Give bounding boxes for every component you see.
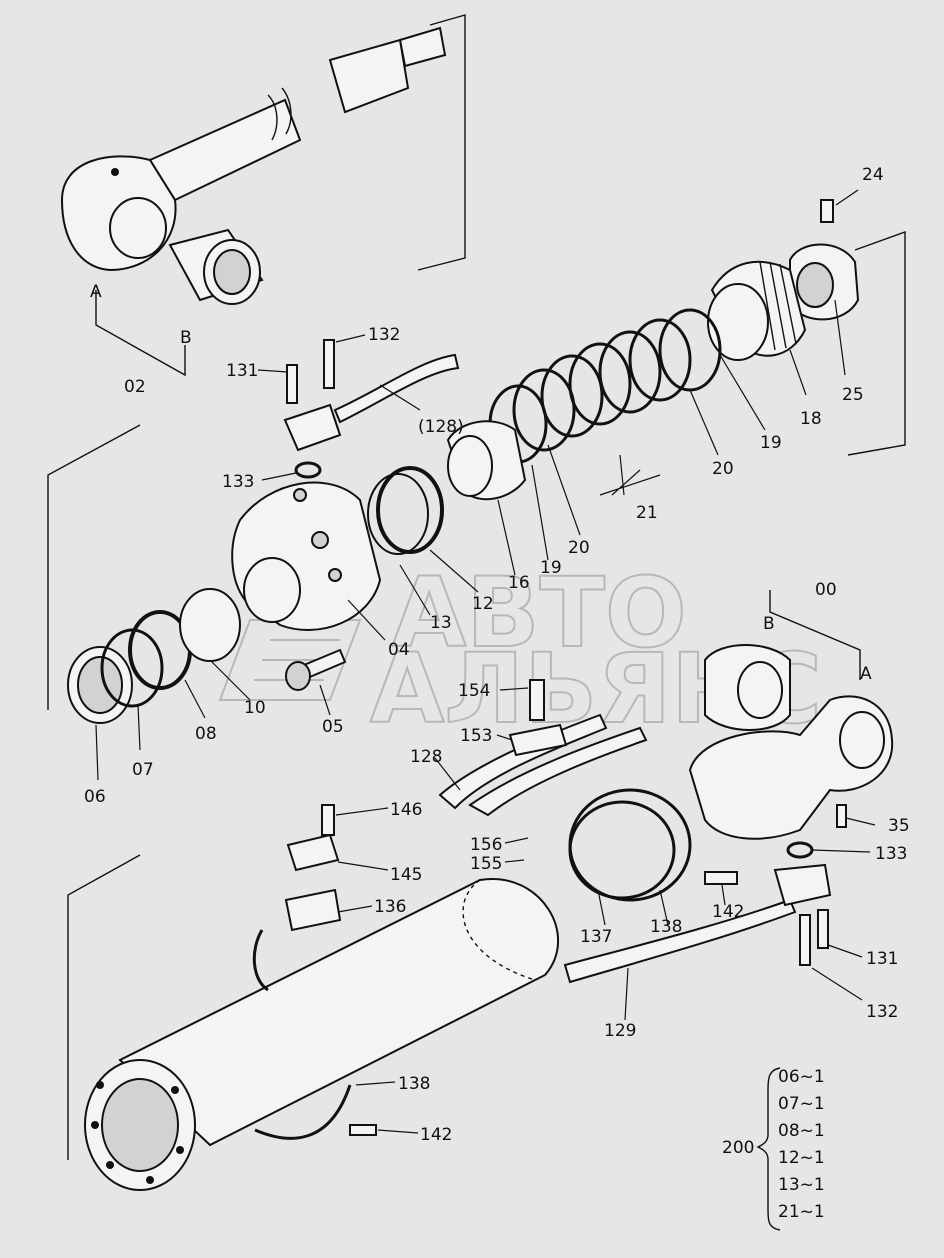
piston-rod <box>60 26 447 272</box>
kit-code: 200 <box>722 1138 754 1158</box>
label-10: 10 <box>244 698 266 718</box>
kit-item: 21~1 <box>778 1202 825 1222</box>
label-a-lower: A <box>860 664 872 684</box>
label-19-lower: 19 <box>540 558 562 578</box>
bottom-eye <box>688 695 894 840</box>
clamp-153-154 <box>508 679 568 757</box>
label-a-upper: A <box>90 282 102 302</box>
label-145: 145 <box>390 865 422 885</box>
label-138-mid: 138 <box>650 917 682 937</box>
bolt-05 <box>285 648 347 691</box>
kit-item: 13~1 <box>778 1175 825 1195</box>
o-ring-133a <box>294 461 322 479</box>
label-35: 35 <box>888 816 910 836</box>
nut-25 <box>789 243 860 321</box>
label-b-lower: B <box>763 614 775 634</box>
rod-bushing <box>168 228 264 305</box>
label-21: 21 <box>636 503 658 523</box>
label-00: 00 <box>815 580 837 600</box>
label-24: 24 <box>862 165 884 185</box>
bolt-142a <box>704 871 738 885</box>
label-07: 07 <box>132 760 154 780</box>
label-129: 129 <box>604 1021 636 1041</box>
label-128: 128 <box>410 747 442 767</box>
kit-item: 12~1 <box>778 1148 825 1168</box>
label-136: 136 <box>374 897 406 917</box>
watermark-line-1: АВТО <box>392 557 687 669</box>
label-128-paren: (128) <box>418 417 464 437</box>
clamp-137 <box>568 788 692 902</box>
label-08: 08 <box>195 724 217 744</box>
clamp-136-145-146 <box>252 804 342 992</box>
label-146: 146 <box>390 800 422 820</box>
label-137: 137 <box>580 927 612 947</box>
leader-lines <box>95 189 876 1134</box>
label-131-lower: 131 <box>866 949 898 969</box>
label-20-upper: 20 <box>712 459 734 479</box>
label-04: 04 <box>388 640 410 660</box>
label-18: 18 <box>800 409 822 429</box>
label-155: 155 <box>470 854 502 874</box>
kit-item: 08~1 <box>778 1121 825 1141</box>
label-133-lower: 133 <box>875 844 907 864</box>
label-154: 154 <box>458 681 490 701</box>
bushing-16 <box>446 420 527 501</box>
label-25: 25 <box>842 385 864 405</box>
label-153: 153 <box>460 726 492 746</box>
set-screw-24 <box>820 199 834 223</box>
clamp-138-142-bottom <box>254 1084 377 1140</box>
cylinder-tube <box>84 877 559 1191</box>
label-138-lower: 138 <box>398 1074 430 1094</box>
label-19-upper: 19 <box>760 433 782 453</box>
seal-kit-legend: 200 06~1 07~1 08~1 12~1 13~1 21~1 <box>722 1067 825 1231</box>
pipe-129 <box>563 863 832 984</box>
piston-18 <box>707 260 807 361</box>
label-13: 13 <box>430 613 452 633</box>
rings-12-13 <box>367 466 444 555</box>
label-142-mid: 142 <box>712 902 744 922</box>
seal-rings-19-20-21 <box>488 308 722 464</box>
label-20-lower: 20 <box>568 538 590 558</box>
bottom-bushing-b <box>704 644 791 731</box>
kit-item: 06~1 <box>778 1067 825 1087</box>
o-ring-133b <box>786 841 814 859</box>
label-131-upper: 131 <box>226 361 258 381</box>
cylinder-head-04 <box>231 481 382 631</box>
label-132-upper: 132 <box>368 325 400 345</box>
label-02: 02 <box>124 377 146 397</box>
label-16: 16 <box>508 573 530 593</box>
head-seals-06-10 <box>67 588 241 724</box>
label-b-upper: B <box>180 328 192 348</box>
label-12: 12 <box>472 594 494 614</box>
label-06: 06 <box>84 787 106 807</box>
label-142-lower: 142 <box>420 1125 452 1145</box>
label-133-upper: 133 <box>222 472 254 492</box>
label-156: 156 <box>470 835 502 855</box>
kit-item: 07~1 <box>778 1094 825 1114</box>
label-05: 05 <box>322 717 344 737</box>
flange-131-132 <box>283 339 460 452</box>
grease-nipple-35 <box>836 804 847 828</box>
label-132-lower: 132 <box>866 1002 898 1022</box>
